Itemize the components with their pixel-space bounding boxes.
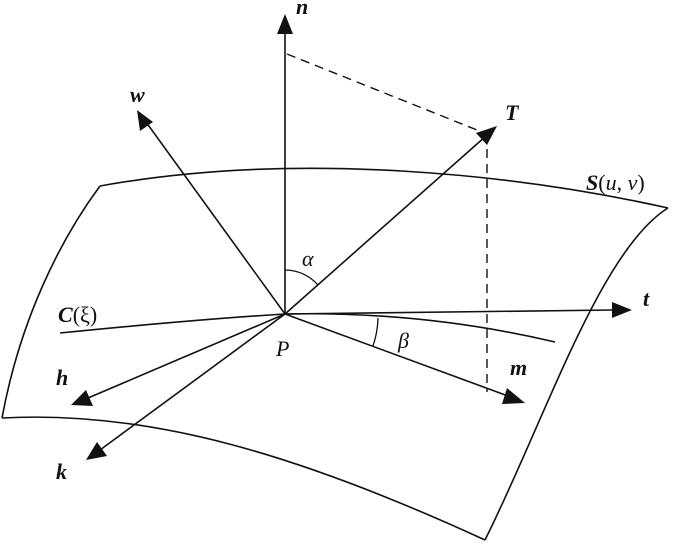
label-surface-open: ( — [598, 170, 605, 195]
label-vector-k: k — [56, 459, 67, 484]
label-surface-v: v — [628, 170, 638, 195]
surface-bottom-edge — [1, 416, 486, 541]
label-surface: S(u, v) — [586, 170, 645, 195]
vector-m-shaft — [284, 313, 509, 397]
curve-c — [59, 312, 556, 343]
label-vector-T: T — [505, 100, 520, 125]
vector-t-upper-shaft — [284, 135, 487, 315]
label-curve-args: (ξ) — [73, 302, 97, 327]
vector-h-arrowhead — [71, 390, 93, 406]
label-surface-symbol: S — [586, 170, 598, 195]
label-vector-t: t — [643, 286, 650, 311]
surface-top-edge — [99, 167, 669, 209]
surface-right-edge — [484, 207, 669, 541]
label-curve: C(ξ) — [58, 302, 97, 327]
vector-k-arrowhead — [86, 442, 107, 460]
label-vector-h: h — [56, 365, 68, 390]
projection-line-n-to-t — [286, 53, 488, 135]
angle-alpha-arc — [284, 269, 319, 286]
surface-left-edge — [1, 185, 101, 419]
label-surface-close: ) — [637, 170, 644, 195]
label-vector-m: m — [510, 355, 527, 380]
label-angle-beta: β — [397, 328, 409, 353]
label-vector-n: n — [296, 0, 308, 19]
vector-w-arrowhead — [137, 110, 153, 131]
vector-m-arrowhead — [502, 388, 525, 404]
label-surface-comma: , — [617, 170, 628, 195]
vector-w-shaft — [145, 121, 286, 315]
vector-t-shaft — [284, 309, 613, 315]
label-surface-u: u — [606, 170, 617, 195]
vector-t-upper-arrowhead — [476, 126, 497, 145]
label-angle-alpha: α — [302, 246, 314, 271]
vector-h-shaft — [87, 313, 286, 399]
label-vector-w: w — [130, 82, 145, 107]
vector-t-arrowhead — [612, 302, 632, 318]
label-point-p: P — [275, 336, 289, 361]
angle-beta-arc — [372, 317, 379, 347]
vector-k-shaft — [99, 313, 286, 451]
label-curve-symbol: C — [58, 302, 73, 327]
vector-n-arrowhead — [277, 14, 293, 34]
